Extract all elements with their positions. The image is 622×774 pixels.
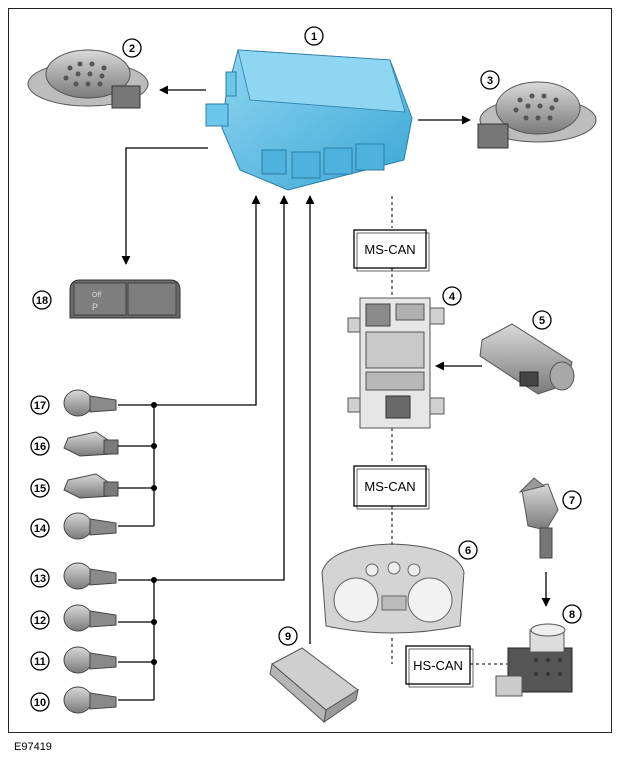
callout-17: 17 — [30, 395, 50, 415]
callout-4: 4 — [442, 286, 462, 306]
svg-text:13: 13 — [34, 573, 46, 585]
switch-off-label: Off — [92, 292, 101, 299]
parking-aid-switch: Off P — [69, 279, 181, 319]
diagram-frame — [8, 8, 612, 733]
svg-text:5: 5 — [539, 315, 545, 327]
trailer-tow-module — [269, 647, 359, 724]
sensor-13 — [63, 562, 117, 590]
reverse-lamp-switch — [479, 323, 575, 395]
svg-text:10: 10 — [34, 697, 46, 709]
svg-text:11: 11 — [34, 656, 46, 668]
figure-id: E97419 — [14, 741, 52, 753]
callout-7: 7 — [562, 490, 582, 510]
connection-lines — [118, 85, 551, 701]
callout-14: 14 — [30, 518, 50, 538]
sounder-front — [27, 49, 149, 109]
svg-text:7: 7 — [569, 495, 575, 507]
svg-text:4: 4 — [449, 291, 456, 303]
sounder-rear — [477, 81, 597, 149]
ms-can-box-lower: MS-CAN — [353, 465, 430, 510]
svg-text:3: 3 — [487, 75, 493, 87]
sensor-12 — [63, 604, 117, 632]
ms-can-box-upper: MS-CAN — [353, 229, 430, 272]
junction-dots — [151, 402, 157, 665]
ms-can-label-upper: MS-CAN — [364, 242, 415, 257]
callout-18: 18 — [32, 290, 52, 310]
svg-text:12: 12 — [34, 615, 46, 627]
steering-angle-sensor — [518, 477, 559, 559]
sensor-10 — [63, 686, 117, 714]
can-bus-lines — [391, 196, 508, 665]
svg-text:18: 18 — [36, 295, 48, 307]
parking-aid-module — [205, 49, 413, 191]
sensor-15 — [63, 473, 119, 499]
hs-can-label: HS-CAN — [413, 658, 463, 673]
abs-module — [495, 623, 573, 697]
svg-text:17: 17 — [34, 400, 46, 412]
ms-can-label-lower: MS-CAN — [364, 479, 415, 494]
sensor-14 — [63, 512, 117, 540]
callout-8: 8 — [562, 604, 582, 624]
callout-16: 16 — [30, 436, 50, 456]
parking-sensors — [63, 389, 119, 714]
svg-text:2: 2 — [129, 43, 135, 55]
sensor-11 — [63, 646, 117, 674]
callout-10: 10 — [30, 692, 50, 712]
svg-text:1: 1 — [311, 31, 317, 43]
callout-2: 2 — [122, 38, 142, 58]
body-control-module — [347, 297, 445, 429]
sensor-17 — [63, 389, 117, 417]
svg-text:P: P — [92, 302, 98, 312]
svg-text:9: 9 — [285, 631, 291, 643]
instrument-cluster — [321, 543, 465, 634]
callout-13: 13 — [30, 568, 50, 588]
svg-text:6: 6 — [465, 545, 471, 557]
hs-can-box: HS-CAN — [405, 645, 474, 688]
callout-12: 12 — [30, 610, 50, 630]
callouts: 1 2 3 4 5 6 7 8 9 10 11 12 13 14 15 16 1… — [30, 26, 582, 712]
callout-3: 3 — [480, 70, 500, 90]
svg-text:16: 16 — [34, 441, 46, 453]
callout-9: 9 — [278, 626, 298, 646]
svg-text:15: 15 — [34, 483, 46, 495]
svg-text:8: 8 — [569, 609, 575, 621]
callout-5: 5 — [532, 310, 552, 330]
svg-text:14: 14 — [34, 523, 47, 535]
callout-6: 6 — [458, 540, 478, 560]
callout-15: 15 — [30, 478, 50, 498]
sensor-16 — [63, 431, 119, 457]
callout-11: 11 — [30, 651, 50, 671]
callout-1: 1 — [304, 26, 324, 46]
